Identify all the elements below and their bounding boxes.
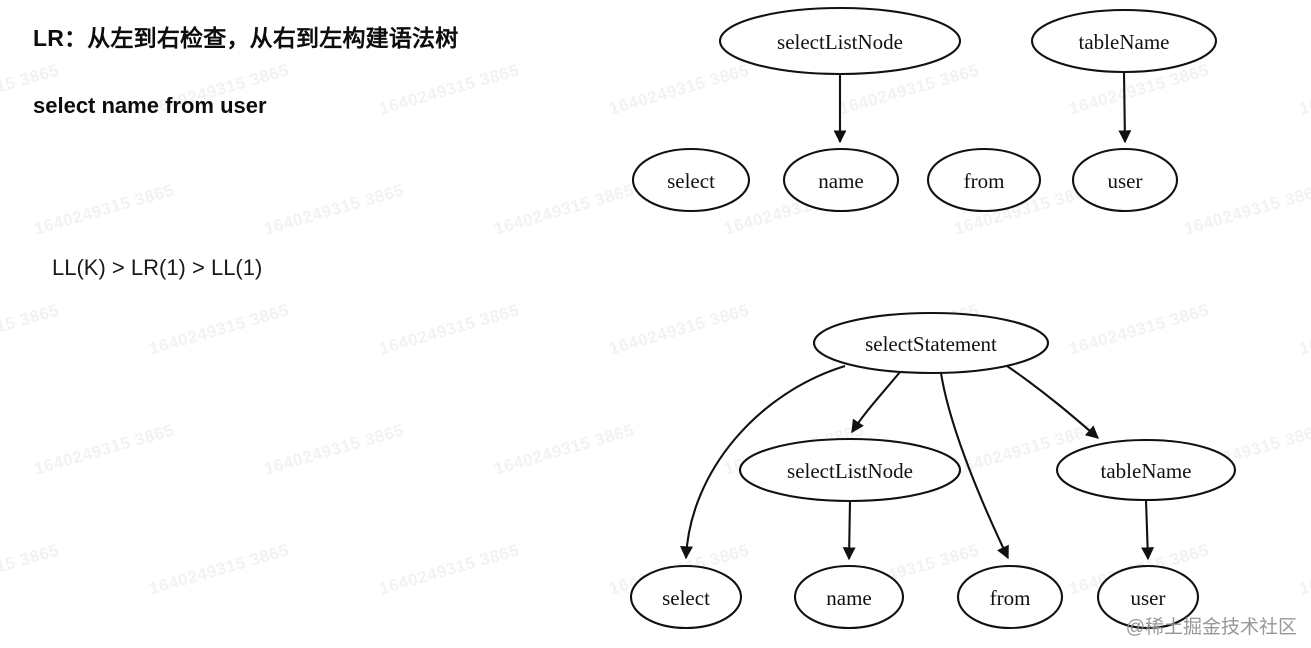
node-ellipse — [1071, 147, 1179, 213]
diagram-partial-parse-tree: selectListNode tableName select name fro… — [631, 6, 1218, 213]
author-watermark: @稀土掘金技术社区 — [1125, 617, 1297, 638]
edge-selectlistnode-to-name-bottom — [842, 500, 856, 561]
node-label: tableName — [1079, 30, 1170, 54]
node-ellipse — [1096, 564, 1200, 630]
node-ellipse — [629, 564, 743, 630]
node-user-bottom[interactable]: user — [1096, 564, 1200, 630]
node-ellipse — [1030, 8, 1218, 74]
node-select-top[interactable]: select — [631, 147, 751, 213]
node-from-top[interactable]: from — [926, 147, 1042, 213]
node-label: from — [990, 586, 1031, 610]
node-ellipse — [718, 6, 962, 76]
node-from-bottom[interactable]: from — [956, 564, 1064, 630]
node-selectlistnode-top[interactable]: selectListNode — [718, 6, 962, 76]
sql-example-text: select name from user — [33, 93, 267, 118]
node-selectlistnode-bottom[interactable]: selectListNode — [738, 437, 962, 503]
edge-selectstatement-to-from — [939, 372, 1009, 560]
node-tablename-bottom[interactable]: tableName — [1055, 438, 1237, 502]
node-ellipse — [631, 147, 751, 213]
node-name-top[interactable]: name — [782, 147, 900, 213]
node-label: name — [818, 169, 863, 193]
edge-tablename-to-user — [1118, 71, 1132, 144]
grammar-comparison-text: LL(K) > LR(1) > LL(1) — [52, 255, 263, 280]
node-ellipse — [1055, 438, 1237, 502]
edge-selectstatement-to-selectlistnode — [851, 371, 901, 434]
node-ellipse — [782, 147, 900, 213]
node-label: select — [662, 586, 710, 610]
node-name-bottom[interactable]: name — [793, 564, 905, 630]
lr-heading: LR：从左到右检查，从右到左构建语法树 — [33, 25, 459, 51]
node-label: selectListNode — [787, 459, 913, 483]
node-ellipse — [812, 311, 1050, 375]
edge-selectstatement-to-select — [680, 364, 846, 560]
node-label: selectListNode — [777, 30, 903, 54]
node-ellipse — [738, 437, 962, 503]
node-selectstatement[interactable]: selectStatement — [812, 311, 1050, 375]
node-label: name — [826, 586, 871, 610]
node-label: tableName — [1101, 459, 1192, 483]
node-label: user — [1131, 586, 1166, 610]
edge-group-top — [833, 71, 1132, 144]
node-user-top[interactable]: user — [1071, 147, 1179, 213]
node-ellipse — [793, 564, 905, 630]
edge-group-bottom — [680, 364, 1155, 561]
node-ellipse — [926, 147, 1042, 213]
node-label: select — [667, 169, 715, 193]
edge-tablename-to-user-bottom — [1141, 499, 1155, 561]
node-ellipse — [956, 564, 1064, 630]
text-panel: LR：从左到右检查，从右到左构建语法树 select name from use… — [0, 0, 600, 648]
node-label: from — [964, 169, 1005, 193]
edge-selectstatement-to-tablename — [1006, 365, 1099, 439]
diagram-full-parse-tree: selectStatement selectListNode tableName… — [629, 311, 1237, 630]
node-label: selectStatement — [865, 332, 997, 356]
node-select-bottom[interactable]: select — [629, 564, 743, 630]
node-tablename-top[interactable]: tableName — [1030, 8, 1218, 74]
node-label: user — [1108, 169, 1143, 193]
